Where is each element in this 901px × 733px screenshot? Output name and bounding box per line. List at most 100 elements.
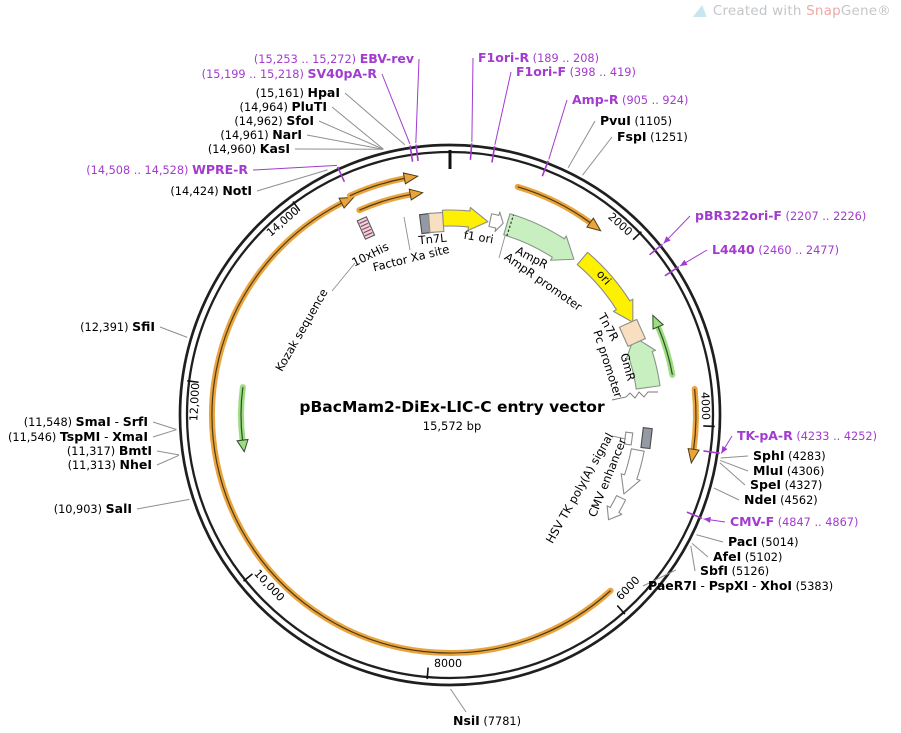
leader-arrowhead-tk-pa-r bbox=[721, 445, 728, 454]
tick-mark-12000 bbox=[187, 379, 199, 384]
leader-afei bbox=[691, 543, 709, 558]
leader-wpre-r bbox=[252, 164, 337, 171]
leader-ebv-rev bbox=[415, 58, 420, 144]
primer-mark-4242 bbox=[703, 450, 720, 455]
inner-leader-3 bbox=[611, 435, 627, 440]
site-label-pbr322ori-f: pBR322ori-F (2207 .. 2226) bbox=[695, 208, 866, 223]
primer-mark-15208 bbox=[409, 145, 414, 162]
leader-pluti bbox=[331, 106, 384, 150]
feature-hsv-tk-polya-box bbox=[640, 427, 653, 450]
tick-mark-2000 bbox=[632, 231, 642, 241]
orf-right-arc-core bbox=[692, 388, 697, 450]
site-label-f1ori-f: F1ori-F (398 .. 419) bbox=[516, 64, 636, 79]
site-label-nsii: NsiI (7781) bbox=[453, 713, 521, 728]
leader-spei bbox=[719, 462, 746, 486]
site-label-ndei: NdeI (4562) bbox=[744, 492, 818, 507]
primer-mark-2216 bbox=[649, 243, 663, 256]
plasmid-title: pBacMam2-DiEx-LIC-C entry vector bbox=[299, 398, 605, 416]
site-label-sali: (10,903) SalI bbox=[54, 501, 132, 516]
primer-mark-914 bbox=[541, 160, 549, 177]
orf-topright-arc-core bbox=[517, 186, 591, 224]
tick-label-4000: 4000 bbox=[698, 392, 712, 420]
leader-fspi bbox=[582, 136, 613, 176]
pc-promoter-squiggle bbox=[611, 391, 658, 401]
tick-mark-6000 bbox=[616, 604, 626, 615]
leader-hpai bbox=[344, 92, 406, 146]
site-label-ebv-rev: (15,253 .. 15,272) EBV-rev bbox=[254, 51, 414, 66]
site-label-mlui: MluI (4306) bbox=[753, 463, 824, 478]
leader-sphi bbox=[720, 455, 749, 459]
feature-10xhis-box bbox=[356, 216, 376, 240]
tick-mark-10000 bbox=[243, 573, 253, 582]
leader-noti bbox=[256, 169, 328, 192]
site-label-noti: (14,424) NotI bbox=[170, 183, 252, 198]
site-label-sfoi: (14,962) SfoI bbox=[234, 113, 314, 128]
inner-leader-2 bbox=[498, 235, 506, 259]
leader-sfii bbox=[159, 326, 188, 338]
tick-mark-14000 bbox=[292, 201, 301, 212]
site-label-l4440: L4440 (2460 .. 2477) bbox=[712, 242, 839, 257]
site-label-sfii: (12,391) SfiI bbox=[80, 319, 155, 334]
leader-nsii bbox=[450, 688, 467, 713]
orf-small-1-arc bbox=[346, 175, 408, 199]
leader-arrowhead-l4440 bbox=[679, 259, 688, 266]
orf-gmr-green-arc bbox=[655, 323, 676, 378]
feature-lic-dash bbox=[506, 214, 515, 236]
inner-leader-1 bbox=[403, 216, 411, 251]
primer-mark-14518 bbox=[336, 166, 346, 183]
feature-label-tn7l: Tn7L bbox=[417, 231, 448, 248]
orf-small-1-arrowhead bbox=[402, 172, 419, 185]
leader-mlui bbox=[720, 459, 749, 472]
feature-ampr bbox=[503, 213, 575, 261]
watermark-gene: Gene® bbox=[840, 3, 891, 19]
leader-nhei bbox=[156, 454, 180, 466]
feature-hsv-tk-polya-box-2 bbox=[623, 431, 634, 446]
site-label-hpai: (15,161) HpaI bbox=[256, 85, 340, 100]
plasmid-backbone-outer-ring bbox=[178, 143, 722, 687]
leader-arrowhead-pbr322ori-f bbox=[663, 236, 671, 244]
leader-bmti bbox=[156, 450, 180, 456]
orf-small-2-arc-core bbox=[359, 193, 411, 211]
feature-ampr-promoter bbox=[488, 211, 504, 232]
site-label-tk-pa-r: TK-pA-R (4233 .. 4252) bbox=[737, 428, 877, 443]
leader-arrowhead-cmv-f bbox=[703, 516, 711, 523]
primer-mark-4857 bbox=[686, 511, 703, 520]
site-label-spei: SpeI (4327) bbox=[750, 477, 822, 492]
orf-topright-arc bbox=[514, 183, 594, 226]
orf-right-arrowhead bbox=[687, 447, 700, 465]
site-label-f1ori-r: F1ori-R (189 .. 208) bbox=[478, 50, 599, 65]
orf-small-2-arc bbox=[356, 191, 414, 214]
orf-gmr-green-arrowhead bbox=[652, 314, 665, 330]
orf-left-green-arrowhead bbox=[236, 438, 249, 453]
leader-pvui bbox=[567, 120, 596, 169]
leader-amp-r bbox=[548, 99, 568, 160]
orf-large-arrowhead bbox=[338, 196, 355, 209]
leader-sali bbox=[136, 498, 190, 510]
leader-tspmi-xmai bbox=[152, 429, 177, 438]
primer-mark-2468 bbox=[664, 266, 680, 277]
site-label-wpre-r: (14,508 .. 14,528) WPRE-R bbox=[86, 162, 248, 177]
snapgene-watermark: Created with SnapGene® bbox=[692, 3, 891, 19]
primer-mark-408 bbox=[491, 146, 496, 163]
feature-cmv-enhancer-a bbox=[620, 448, 645, 495]
site-label-pluti: (14,964) PluTI bbox=[240, 99, 327, 114]
orf-small-1-arc-core bbox=[349, 177, 405, 197]
feature-cmv-enhancer-b bbox=[606, 495, 627, 521]
site-label-kasi: (14,960) KasI bbox=[208, 141, 290, 156]
orf-large-arc-core bbox=[211, 202, 612, 654]
site-label-sv40pa-r: (15,199 .. 15,218) SV40pA-R bbox=[202, 66, 378, 81]
leader-paci bbox=[696, 534, 724, 543]
feature-ori bbox=[576, 251, 634, 323]
watermark-text: Created with SnapGene® bbox=[712, 3, 891, 19]
site-label-nhei: (11,313) NheI bbox=[68, 457, 152, 472]
plasmid-length: 15,572 bp bbox=[423, 419, 482, 433]
leader-sv40pa-r bbox=[381, 73, 411, 145]
site-label-fspi: FspI (1251) bbox=[617, 129, 688, 144]
site-label-cmv-f: CMV-F (4847 .. 4867) bbox=[730, 514, 858, 529]
leader-ndei bbox=[713, 487, 740, 501]
site-label-bmti: (11,317) BmtI bbox=[67, 443, 152, 458]
feature-gmr bbox=[625, 336, 661, 390]
tick-label-12000: 12,000 bbox=[187, 382, 202, 421]
site-label-nari: (14,961) NarI bbox=[220, 127, 302, 142]
